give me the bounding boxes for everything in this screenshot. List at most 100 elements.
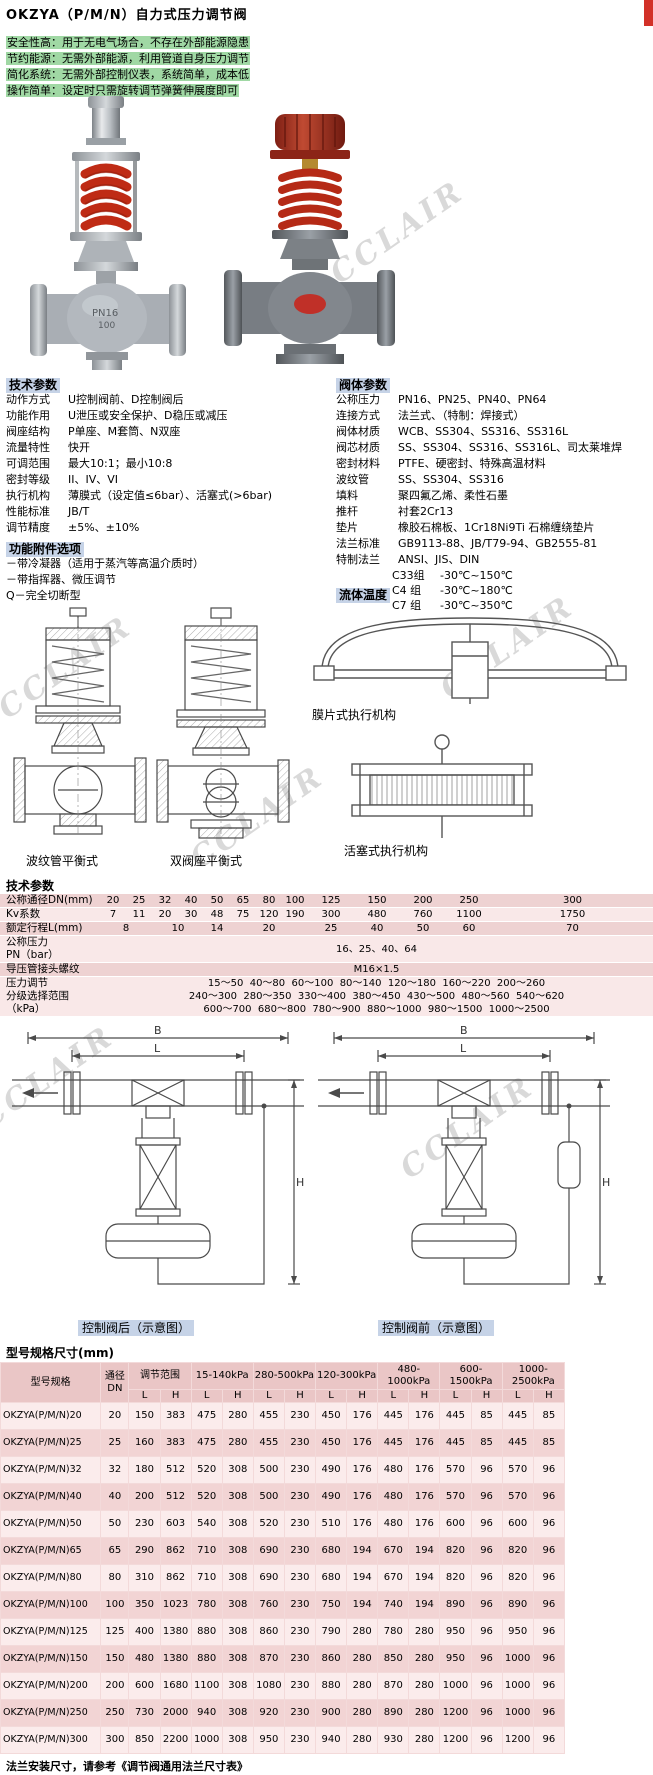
param-value: GB9113-88、JB/T79-94、GB2555-81: [398, 537, 598, 550]
drawing-piston-actuator: [330, 730, 555, 844]
dim-cell: 1080: [252, 1672, 285, 1700]
spec-cell: 50: [400, 921, 446, 936]
dim-cell: 280: [221, 1402, 254, 1430]
label-line: 分级选择范围: [6, 990, 69, 1002]
dim-cell: 176: [408, 1429, 441, 1457]
param-label: 填料: [336, 489, 358, 502]
spec-cell: 120: [256, 907, 282, 922]
spec-cell: 25: [308, 921, 354, 936]
param-label: 阀芯材质: [336, 441, 380, 454]
dim-cell: 194: [346, 1537, 379, 1565]
dim-cell: 920: [252, 1699, 285, 1727]
caption-double-seat-balanced: 双阀座平衡式: [170, 854, 243, 868]
dim-h-label: H: [602, 1176, 610, 1189]
param-row: C4 组-30℃~180℃: [392, 583, 642, 598]
dim-cell: 194: [408, 1591, 441, 1619]
dim-cell: 280: [346, 1672, 379, 1700]
spec-table-heading: 技术参数: [6, 879, 55, 893]
dim-cell: 96: [470, 1672, 503, 1700]
dim-cell: 350: [128, 1591, 161, 1619]
dim-cell: 96: [470, 1564, 503, 1592]
dim-cell: 96: [470, 1537, 503, 1565]
model-cell: OKZYA(P/M/N)80: [0, 1564, 102, 1592]
fluid-temp-heading: 流体温度: [336, 588, 391, 603]
dim-cell: 862: [159, 1564, 192, 1592]
range-line: 15～50 40～80 60～100 80～140 120～180 160～22…: [207, 978, 546, 989]
model-cell: OKZYA(P/M/N)50: [0, 1510, 102, 1538]
dim-cell: 160: [128, 1429, 161, 1457]
dim-b-label: B: [460, 1024, 468, 1037]
dim-cell: 176: [408, 1483, 441, 1511]
dim-sub-header: H: [159, 1389, 192, 1403]
dn-cell: 125: [100, 1618, 130, 1646]
dim-cell: 680: [315, 1564, 348, 1592]
param-label: 执行机构: [6, 489, 50, 502]
dim-cell: 176: [346, 1402, 379, 1430]
param-row: 推杆衬套2Cr13: [336, 504, 652, 520]
pressure-group-header: 调节范围: [128, 1362, 192, 1390]
spec-label: 公称通径DN(mm): [0, 894, 100, 908]
dim-cell: 96: [470, 1483, 503, 1511]
dim-sub-header: L: [190, 1389, 223, 1403]
schematic-after-svg: B L H: [12, 1024, 304, 1285]
spec-cell: 480: [354, 907, 400, 922]
label-line: 压力调节: [6, 977, 48, 989]
spec-cell: 10: [152, 921, 204, 936]
param-value: ±5%、±10%: [68, 521, 140, 534]
dim-sub-header: H: [470, 1389, 503, 1403]
dim-cell: 194: [408, 1537, 441, 1565]
param-label: 密封材料: [336, 457, 380, 470]
spec-cell: 11: [126, 907, 152, 922]
footer-note: 法兰安装尺寸，请参考《调节阀通用法兰尺寸表》: [6, 1760, 248, 1773]
dim-cell: 96: [532, 1645, 566, 1673]
param-value: 快开: [68, 441, 90, 454]
label-line: （kPa）: [6, 1003, 46, 1015]
param-value: -30℃~350℃: [440, 599, 513, 612]
dim-cell: 85: [532, 1402, 566, 1430]
dim-cell: 280: [346, 1699, 379, 1727]
caption-piston-actuator: 活塞式执行机构: [344, 844, 429, 858]
param-label: 功能作用: [6, 409, 50, 422]
range-line: 600～700 680～800 780～900 880～1000 980～150…: [203, 1004, 550, 1015]
dim-cell: 85: [532, 1429, 566, 1457]
label-line: 公称压力: [6, 936, 48, 948]
dim-cell: 96: [532, 1618, 566, 1646]
dim-cell: 475: [190, 1402, 223, 1430]
dim-cell: 96: [532, 1699, 566, 1727]
caption-diaphragm-actuator: 膜片式执行机构: [312, 708, 397, 722]
dim-cell: 570: [439, 1456, 472, 1484]
dn-cell: 80: [100, 1564, 130, 1592]
spec-cell: 300: [492, 894, 653, 908]
feature-line: 节约能源：无需外部能源，利用管道自身压力调节: [6, 50, 250, 65]
dim-cell: 740: [377, 1591, 410, 1619]
dim-cell: 280: [346, 1726, 379, 1754]
dim-cell: 730: [128, 1699, 161, 1727]
spec-cell: 65: [230, 894, 256, 908]
param-value: PTFE、硬密封、特殊高温材料: [398, 457, 546, 470]
spec-cell: 32: [152, 894, 178, 908]
dim-cell: 96: [470, 1591, 503, 1619]
accessory-item: －带冷凝器（适用于蒸汽等高温介质时）: [6, 557, 204, 570]
dim-cell: 176: [346, 1456, 379, 1484]
schematic-before-svg: B L H: [318, 1024, 610, 1285]
pressure-group-header: 1000-2500kPa: [501, 1362, 566, 1390]
pressure-group-header: 120-300kPa: [315, 1362, 379, 1390]
dim-cell: 176: [346, 1510, 379, 1538]
valve-photo-left-svg: PN16 100: [30, 96, 186, 370]
dim-cell: 570: [439, 1483, 472, 1511]
model-cell: OKZYA(P/M/N)40: [0, 1483, 102, 1511]
param-row: 连接方式法兰式、（特制：焊接式）: [336, 408, 652, 424]
param-label: 公称压力: [336, 393, 380, 406]
dim-cell: 308: [221, 1618, 254, 1646]
dim-cell: 1000: [190, 1726, 223, 1754]
dim-sub-header: L: [377, 1389, 410, 1403]
dim-cell: 950: [439, 1618, 472, 1646]
dim-cell: 1000: [501, 1699, 534, 1727]
dim-l-label: L: [154, 1042, 161, 1055]
